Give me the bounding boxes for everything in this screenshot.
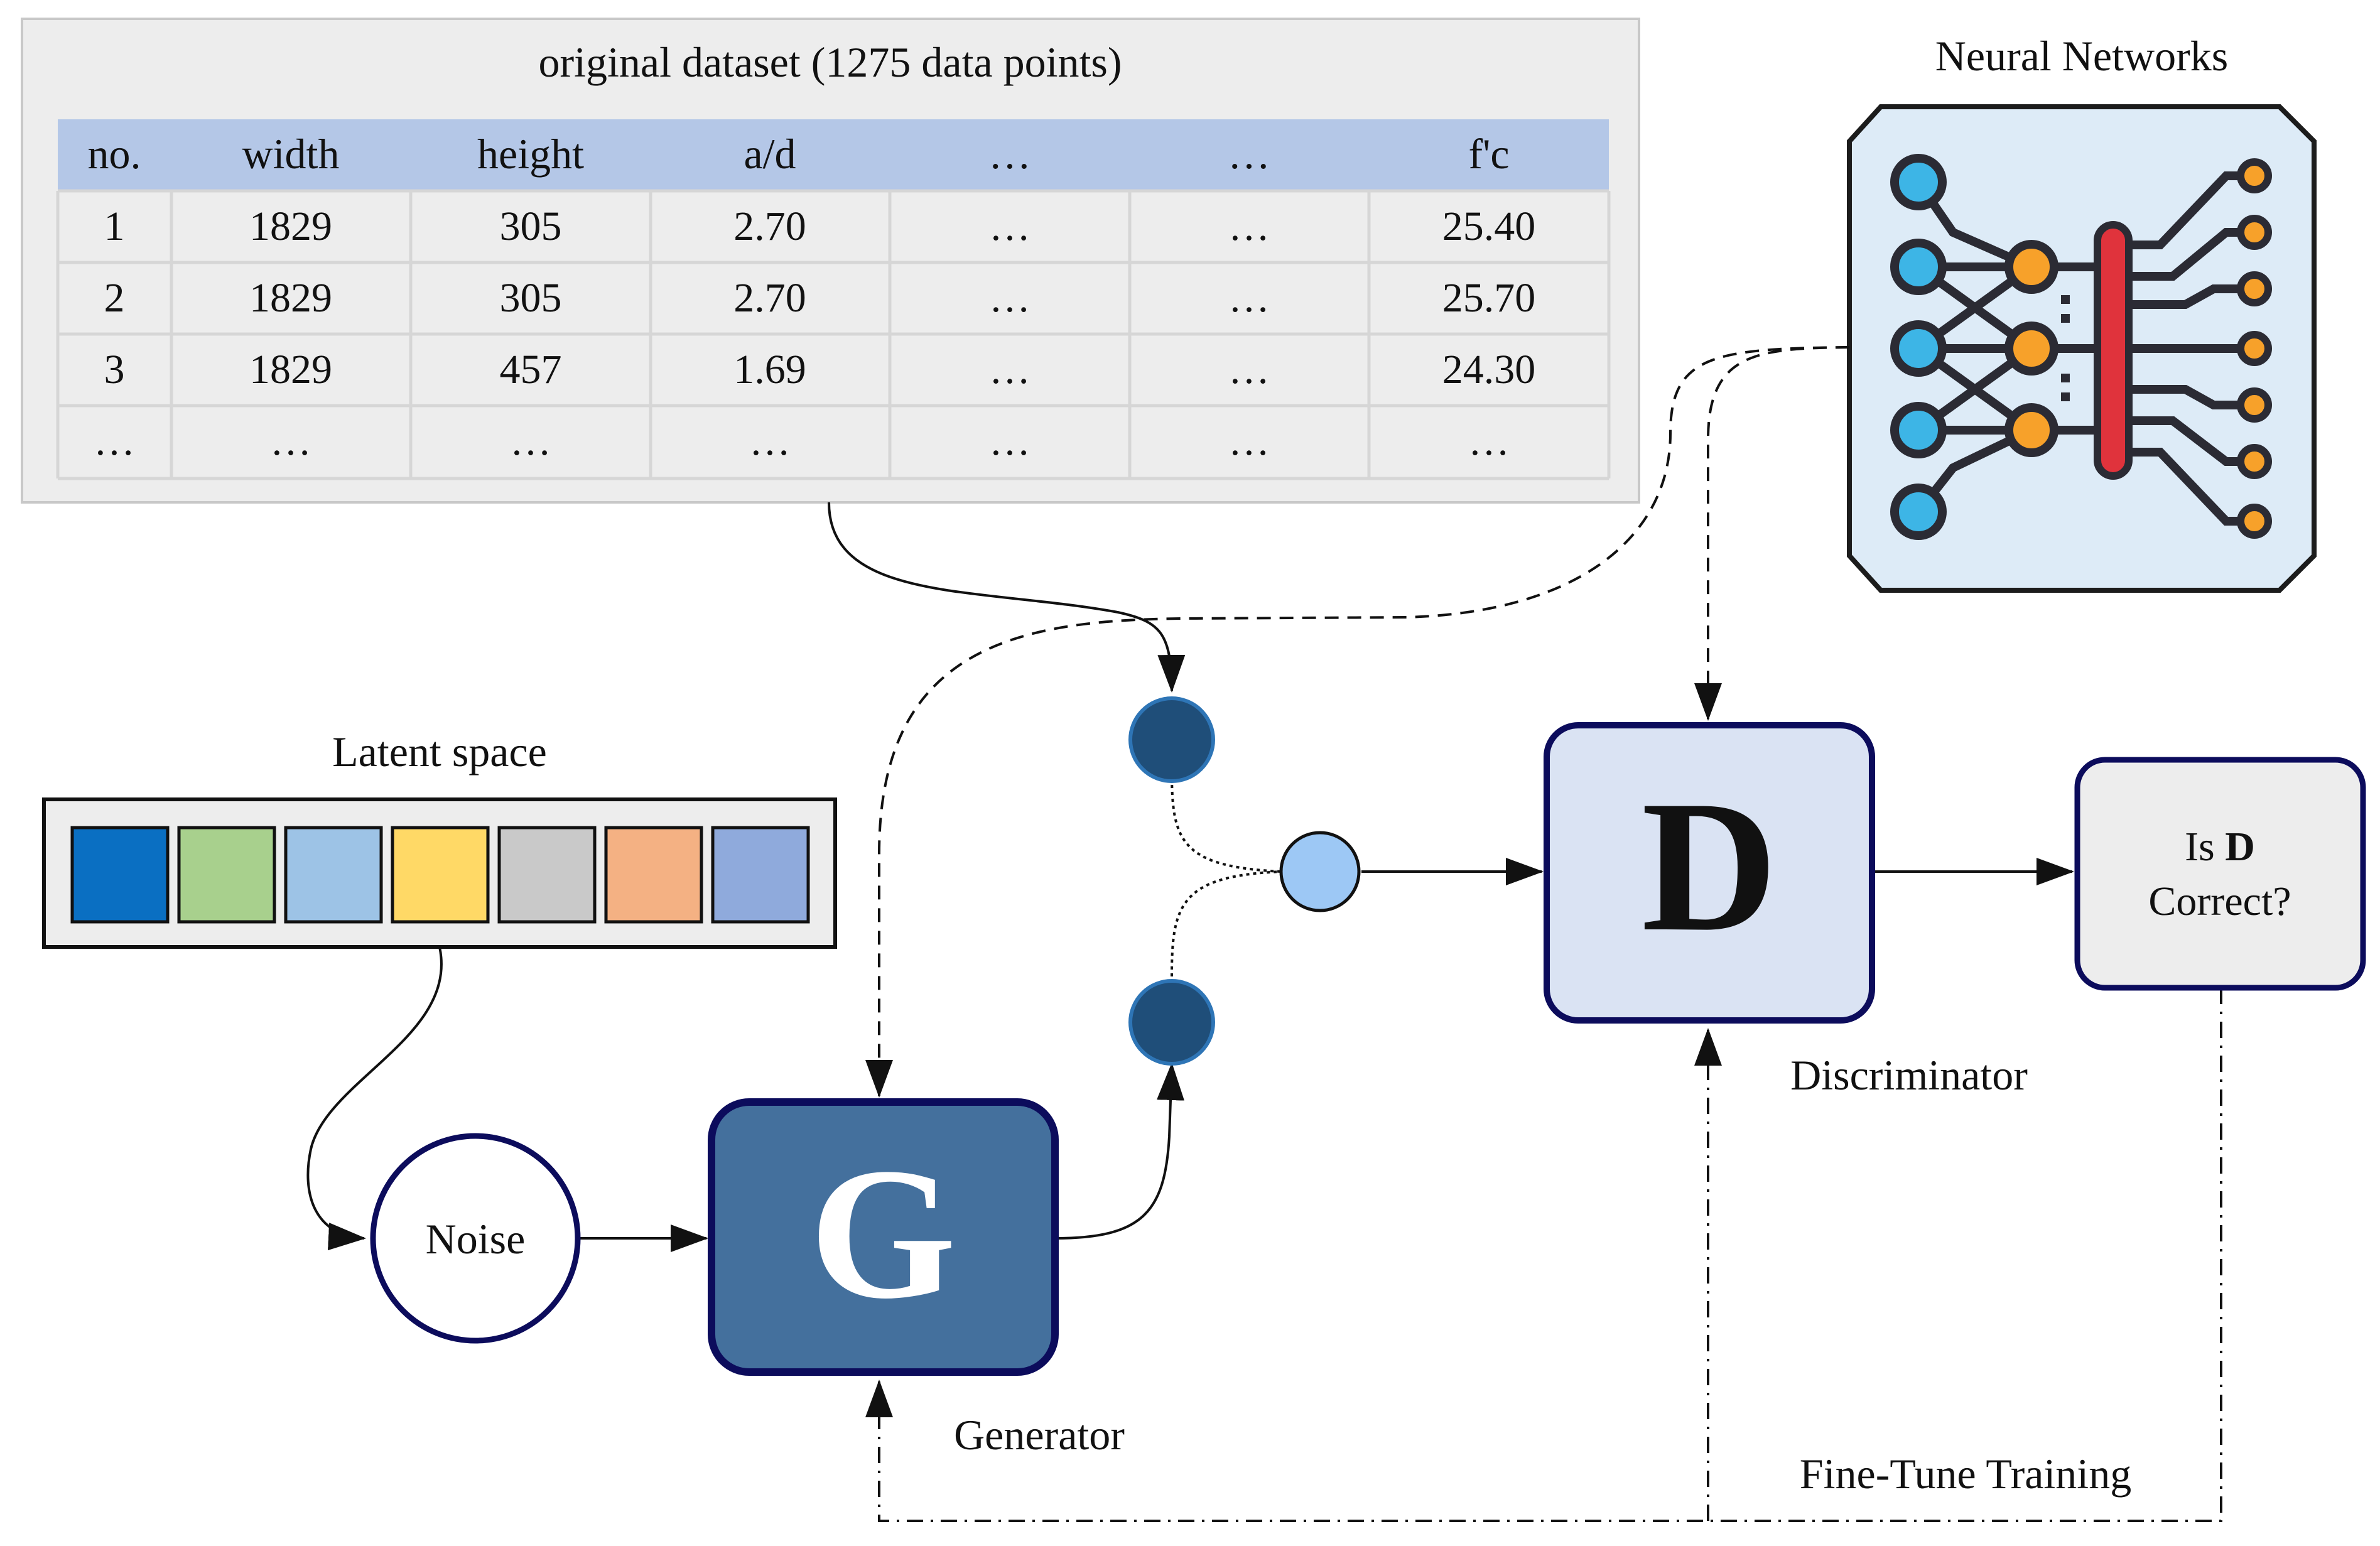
dataset-title: original dataset (1275 data points) (538, 38, 1122, 86)
check-line-1: Is D (2185, 824, 2255, 870)
column-header: height (477, 130, 584, 178)
table-cell: … (989, 418, 1030, 464)
column-header: no. (88, 130, 141, 178)
noise-label: Noise (426, 1215, 526, 1263)
latent-cell (391, 826, 490, 924)
correctness-check-block: Is D Correct? (2074, 757, 2366, 991)
table-cell: … (1228, 347, 1270, 392)
table-cell: … (749, 418, 791, 464)
table-cell: 2.70 (733, 275, 806, 321)
table-cell: … (510, 418, 551, 464)
table-cell: 1829 (249, 275, 332, 321)
latent-cell (177, 826, 276, 924)
latent-cell (711, 826, 810, 924)
column-header: … (988, 130, 1031, 178)
latent-cell (284, 826, 383, 924)
table-cell: … (989, 347, 1030, 392)
latent-cell (497, 826, 597, 924)
table-cell: 305 (500, 203, 562, 249)
discriminator-letter: D (1642, 762, 1778, 970)
latent-space: Latent space (42, 728, 837, 949)
table-cell: 3 (104, 347, 125, 392)
latent-cell (70, 826, 170, 924)
table-cell: … (1228, 418, 1270, 464)
table-cell: … (1228, 203, 1270, 249)
table-cell: … (270, 418, 311, 464)
table-cell: 2.70 (733, 203, 806, 249)
table-cell: 25.70 (1442, 275, 1536, 321)
table-cell: 24.30 (1442, 347, 1536, 392)
generator-label: Generator (954, 1411, 1125, 1459)
table-cell: 1 (104, 203, 125, 249)
column-header: … (1228, 130, 1270, 178)
table-cell: 305 (500, 275, 562, 321)
dataset-panel: original dataset (1275 data points) no. … (21, 18, 1640, 504)
connectors (306, 346, 2222, 1522)
table-cell: … (94, 418, 135, 464)
column-header: f'c (1468, 130, 1509, 178)
neural-networks: Neural Networks (1847, 32, 2317, 593)
merge-node (1279, 831, 1361, 912)
latent-vector (70, 826, 810, 924)
column-header: a/d (744, 130, 796, 178)
table-cell: … (1228, 275, 1270, 321)
dataset-table: no. width height a/d … … f'c 1 1829 305 … (56, 119, 1611, 480)
table-cell: 457 (500, 347, 562, 392)
noise-node: Noise (370, 1133, 581, 1344)
neural-network-icon (1847, 104, 2317, 593)
fake-sample-node (1128, 979, 1215, 1066)
table-cell: 2 (104, 275, 125, 321)
latent-cell (604, 826, 703, 924)
generator-block: G Generator (708, 1098, 1125, 1459)
generator-letter: G (809, 1129, 956, 1338)
table-cell: 1.69 (733, 347, 806, 392)
real-sample-node (1128, 696, 1215, 783)
latent-space-label: Latent space (332, 728, 547, 776)
check-line-2: Correct? (2148, 878, 2291, 924)
table-cell: 1829 (249, 203, 332, 249)
table-cell: … (989, 203, 1030, 249)
discriminator-block: D Discriminator (1544, 722, 2028, 1099)
column-header: width (242, 130, 340, 178)
table-cell: … (1468, 418, 1510, 464)
table-cell: … (989, 275, 1030, 321)
fine-tune-label: Fine-Tune Training (1800, 1450, 2131, 1498)
table-cell: 25.40 (1442, 203, 1536, 249)
discriminator-label: Discriminator (1790, 1051, 2028, 1099)
table-cell: 1829 (249, 347, 332, 392)
neural-networks-label: Neural Networks (1935, 32, 2228, 80)
